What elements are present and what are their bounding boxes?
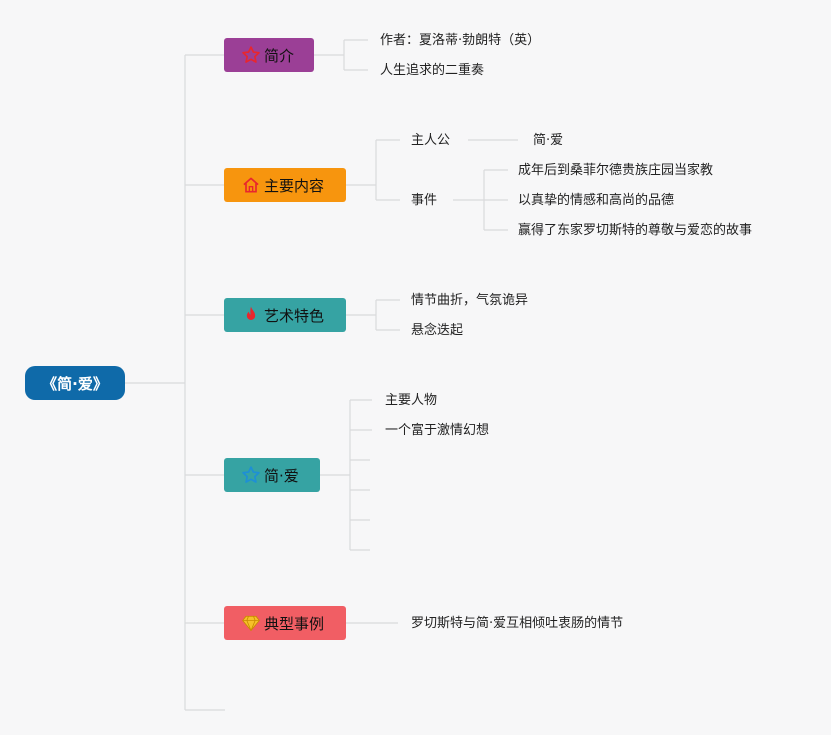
branch-art[interactable]: 艺术特色 [224, 298, 346, 332]
branch-jane[interactable]: 简·爱 [224, 458, 320, 492]
event-item[interactable]: 赢得了东家罗切斯特的尊敬与爱恋的故事 [518, 223, 753, 238]
house-icon [240, 174, 262, 196]
star-outline-icon [240, 44, 262, 66]
art-item[interactable]: 情节曲折，气氛诡异 [411, 293, 529, 308]
protagonist-value[interactable]: 简·爱 [533, 133, 564, 148]
art-item[interactable]: 悬念迭起 [411, 323, 464, 338]
intro-theme[interactable]: 人生追求的二重奏 [380, 63, 485, 78]
branch-content-label: 主要内容 [264, 176, 325, 195]
branch-intro[interactable]: 简介 [224, 38, 314, 72]
branch-art-label: 艺术特色 [264, 306, 325, 325]
jane-item[interactable]: 一个富于激情幻想 [385, 423, 490, 438]
protagonist-label[interactable]: 主人公 [411, 133, 451, 148]
branch-content[interactable]: 主要内容 [224, 168, 346, 202]
diamond-icon [240, 612, 262, 634]
branch-intro-label: 简介 [264, 46, 295, 65]
intro-author[interactable]: 作者：夏洛蒂·勃朗特（英） [380, 33, 541, 48]
events-label[interactable]: 事件 [411, 193, 438, 208]
event-item[interactable]: 以真挚的情感和高尚的品德 [518, 193, 675, 208]
root-label: 《简·爱》 [42, 374, 108, 393]
flame-icon [240, 304, 262, 326]
event-item[interactable]: 成年后到桑菲尔德贵族庄园当家教 [518, 163, 714, 178]
root-topic[interactable]: 《简·爱》 [25, 366, 125, 400]
branch-example-label: 典型事例 [264, 614, 325, 633]
star-icon [240, 464, 262, 486]
branch-example[interactable]: 典型事例 [224, 606, 346, 640]
jane-item[interactable]: 主要人物 [385, 393, 438, 408]
branch-jane-label: 简·爱 [264, 466, 299, 485]
example-item[interactable]: 罗切斯特与简·爱互相倾吐衷肠的情节 [411, 616, 624, 631]
